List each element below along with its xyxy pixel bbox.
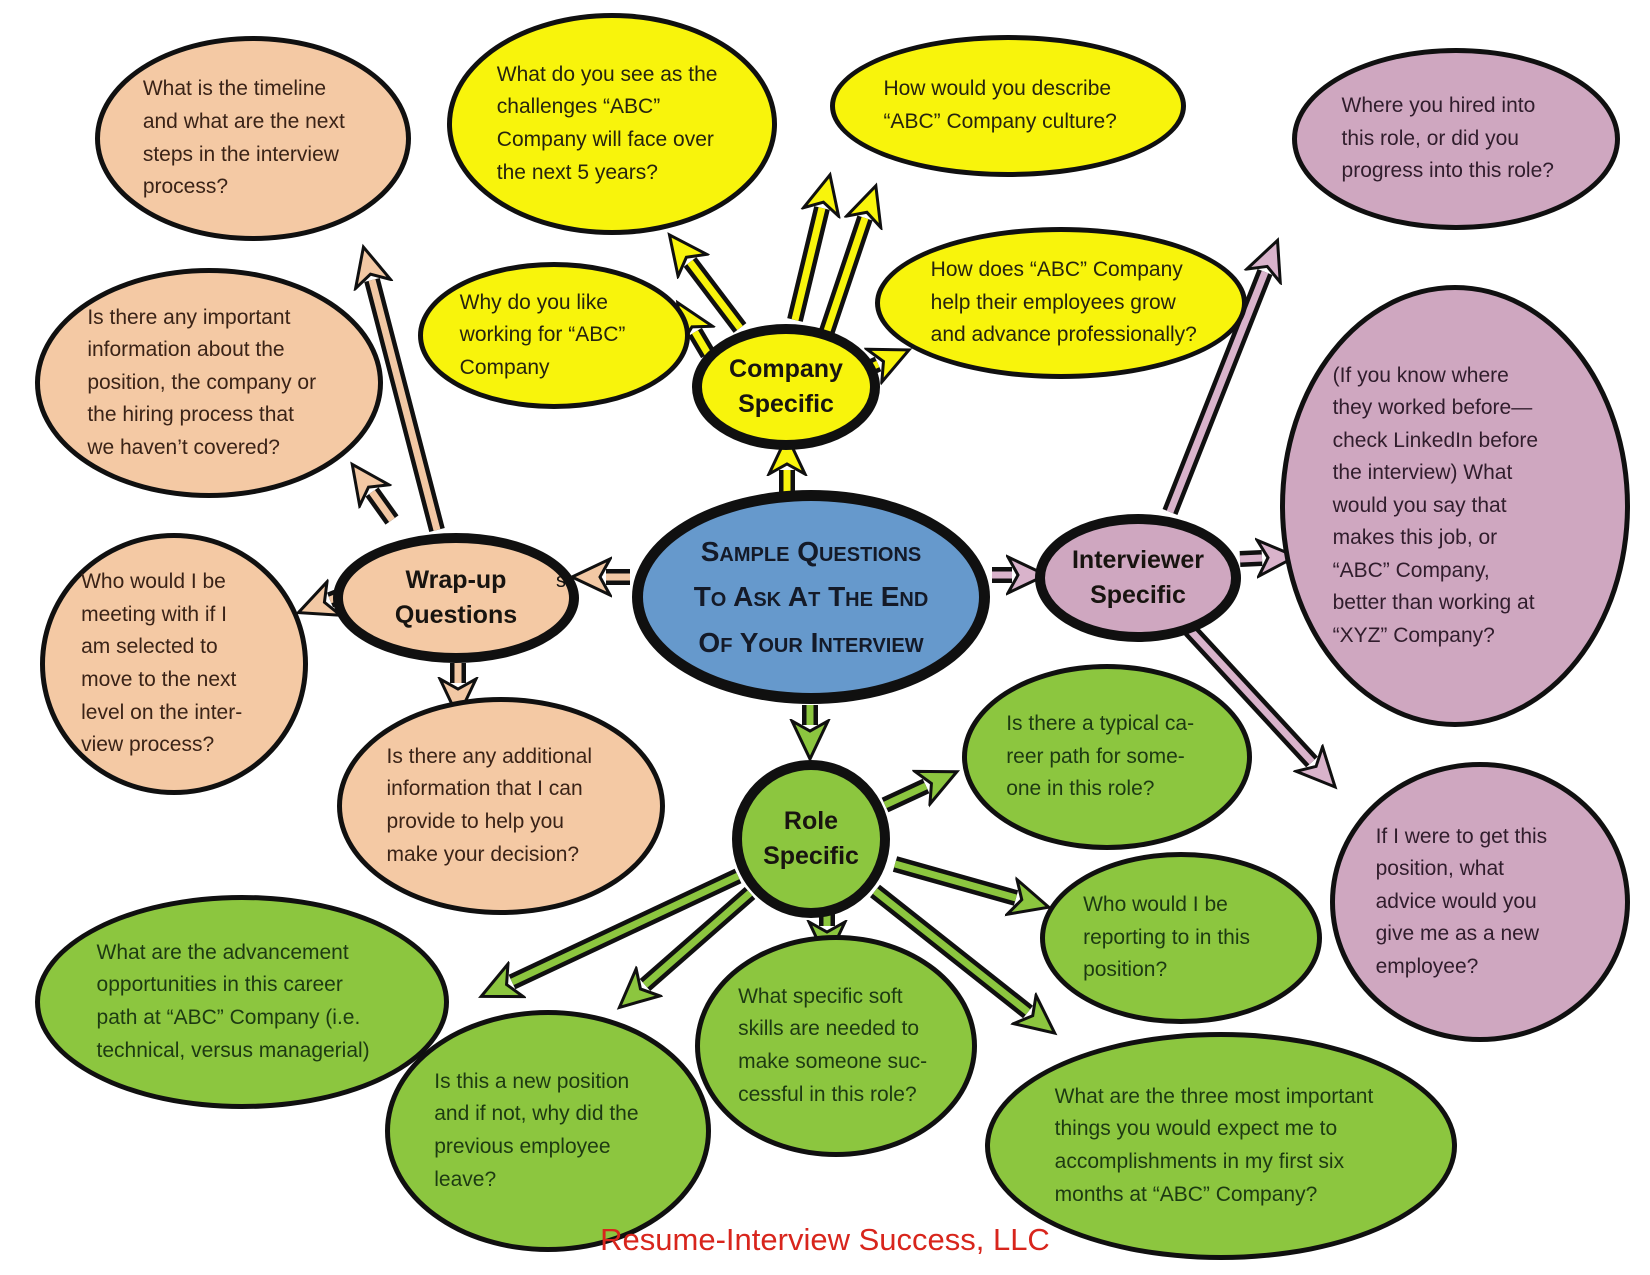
bubble-role-advancement: What are the advancement opportunities i… bbox=[35, 895, 449, 1109]
arrow-interviewer-to-linkedin bbox=[1239, 558, 1262, 559]
bubble-text: Where you hired into this role, or did y… bbox=[1341, 94, 1554, 183]
arrow-interviewer-to-advice bbox=[1184, 624, 1312, 762]
bubble-interviewer-linkedin: (If you know where they worked before— c… bbox=[1280, 285, 1630, 727]
arrow-wrapup-to-timeline bbox=[372, 280, 445, 533]
arrow-company-to-culture-a bbox=[787, 208, 822, 322]
bubble-text: Who would I be meeting with if I am sele… bbox=[81, 570, 243, 757]
bubble-wrapup-additional-info: Is there any additional information that… bbox=[337, 697, 665, 915]
bubble-text: What do you see as the challenges “ABC” … bbox=[496, 62, 718, 184]
arrow-role-to-first-six-months bbox=[870, 884, 1028, 1012]
center-title-line1: Sample Questions bbox=[700, 535, 922, 567]
bubble-company-challenges: What do you see as the challenges “ABC” … bbox=[447, 13, 777, 235]
arrow-company-to-why-like bbox=[695, 332, 708, 359]
arrow-company-to-culture-b bbox=[817, 218, 865, 340]
bubble-text: (If you know where they worked before— c… bbox=[1332, 363, 1539, 647]
bubble-text: Why do you like working for “ABC” Compan… bbox=[459, 290, 626, 379]
bubble-company-why-like: Why do you like working for “ABC” Compan… bbox=[418, 262, 690, 409]
bubble-text: What specific soft skills are needed to … bbox=[738, 984, 928, 1106]
arrow-role-to-new-position bbox=[645, 886, 756, 985]
arrow-company-to-challenges bbox=[690, 262, 747, 333]
node-label: Interviewer Specific bbox=[1071, 546, 1204, 609]
bubble-text: Is there a typical ca- reer path for som… bbox=[1006, 712, 1195, 801]
bubble-interviewer-advice: If I were to get this position, what adv… bbox=[1330, 762, 1630, 1042]
bubble-text: Is this a new position and if not, why d… bbox=[434, 1069, 639, 1191]
arrow-interviewer-to-hired bbox=[1162, 272, 1265, 515]
bubble-text: Who would I be reporting to in this posi… bbox=[1083, 893, 1251, 982]
node-company-specific: Company Specific bbox=[692, 324, 880, 450]
node-label: Company Specific bbox=[729, 355, 843, 418]
node-center-title: Sample Questions To Ask At The End Of Your… bbox=[632, 490, 990, 704]
bubble-company-culture: How would you describe “ABC” Company cul… bbox=[830, 35, 1186, 177]
bubble-interviewer-hired: Where you hired into this role, or did y… bbox=[1292, 48, 1620, 230]
bubble-text: What is the timeline and what are the ne… bbox=[142, 77, 345, 199]
footer-credit: Resume-Interview Success, LLC bbox=[600, 1222, 1050, 1257]
arrow-role-to-advancement bbox=[512, 868, 742, 982]
center-title-line3: Of Your Interview bbox=[698, 626, 924, 658]
bubble-text: How would you describe “ABC” Company cul… bbox=[883, 77, 1117, 133]
arrow-role-to-career-path bbox=[881, 786, 926, 813]
bubble-role-first-six-months: What are the three most important things… bbox=[985, 1032, 1457, 1260]
arrow-wrapup-to-important-info bbox=[372, 492, 399, 525]
bubble-text: How does “ABC” Company help their employ… bbox=[930, 258, 1197, 347]
node-wrapup-questions: Wrap-up Questions bbox=[333, 533, 579, 663]
bubble-text: Is there any important information about… bbox=[87, 305, 317, 459]
stray-character: s bbox=[556, 570, 566, 592]
bubble-role-soft-skills: What specific soft skills are needed to … bbox=[695, 935, 977, 1157]
bubble-wrapup-meeting-next: Who would I be meeting with if I am sele… bbox=[40, 533, 308, 795]
bubble-text: What are the advancement opportunities i… bbox=[96, 940, 370, 1062]
node-interviewer-specific: Interviewer Specific bbox=[1035, 514, 1241, 642]
node-label: Role Specific bbox=[763, 807, 859, 870]
bubble-company-employee-growth: How does “ABC” Company help their employ… bbox=[875, 227, 1247, 379]
bubble-wrapup-timeline: What is the timeline and what are the ne… bbox=[95, 36, 411, 241]
bubble-text: If I were to get this position, what adv… bbox=[1375, 824, 1548, 978]
arrow-role-to-reporting bbox=[892, 856, 1016, 898]
bubble-role-reporting: Who would I be reporting to in this posi… bbox=[1040, 852, 1322, 1024]
bubble-role-new-position: Is this a new position and if not, why d… bbox=[385, 1010, 711, 1252]
bubble-text: What are the three most important things… bbox=[1054, 1084, 1374, 1206]
node-role-specific: Role Specific bbox=[732, 760, 890, 918]
center-title-line2: To Ask At The End bbox=[693, 581, 929, 613]
center-title-text: Sample Questions To Ask At The End Of Your… bbox=[643, 529, 979, 665]
bubble-text: Is there any additional information that… bbox=[386, 744, 592, 866]
node-label: Wrap-up Questions bbox=[394, 566, 518, 629]
bubble-wrapup-important-info: Is there any important information about… bbox=[35, 268, 383, 498]
bubble-role-career-path: Is there a typical ca- reer path for som… bbox=[962, 664, 1252, 850]
